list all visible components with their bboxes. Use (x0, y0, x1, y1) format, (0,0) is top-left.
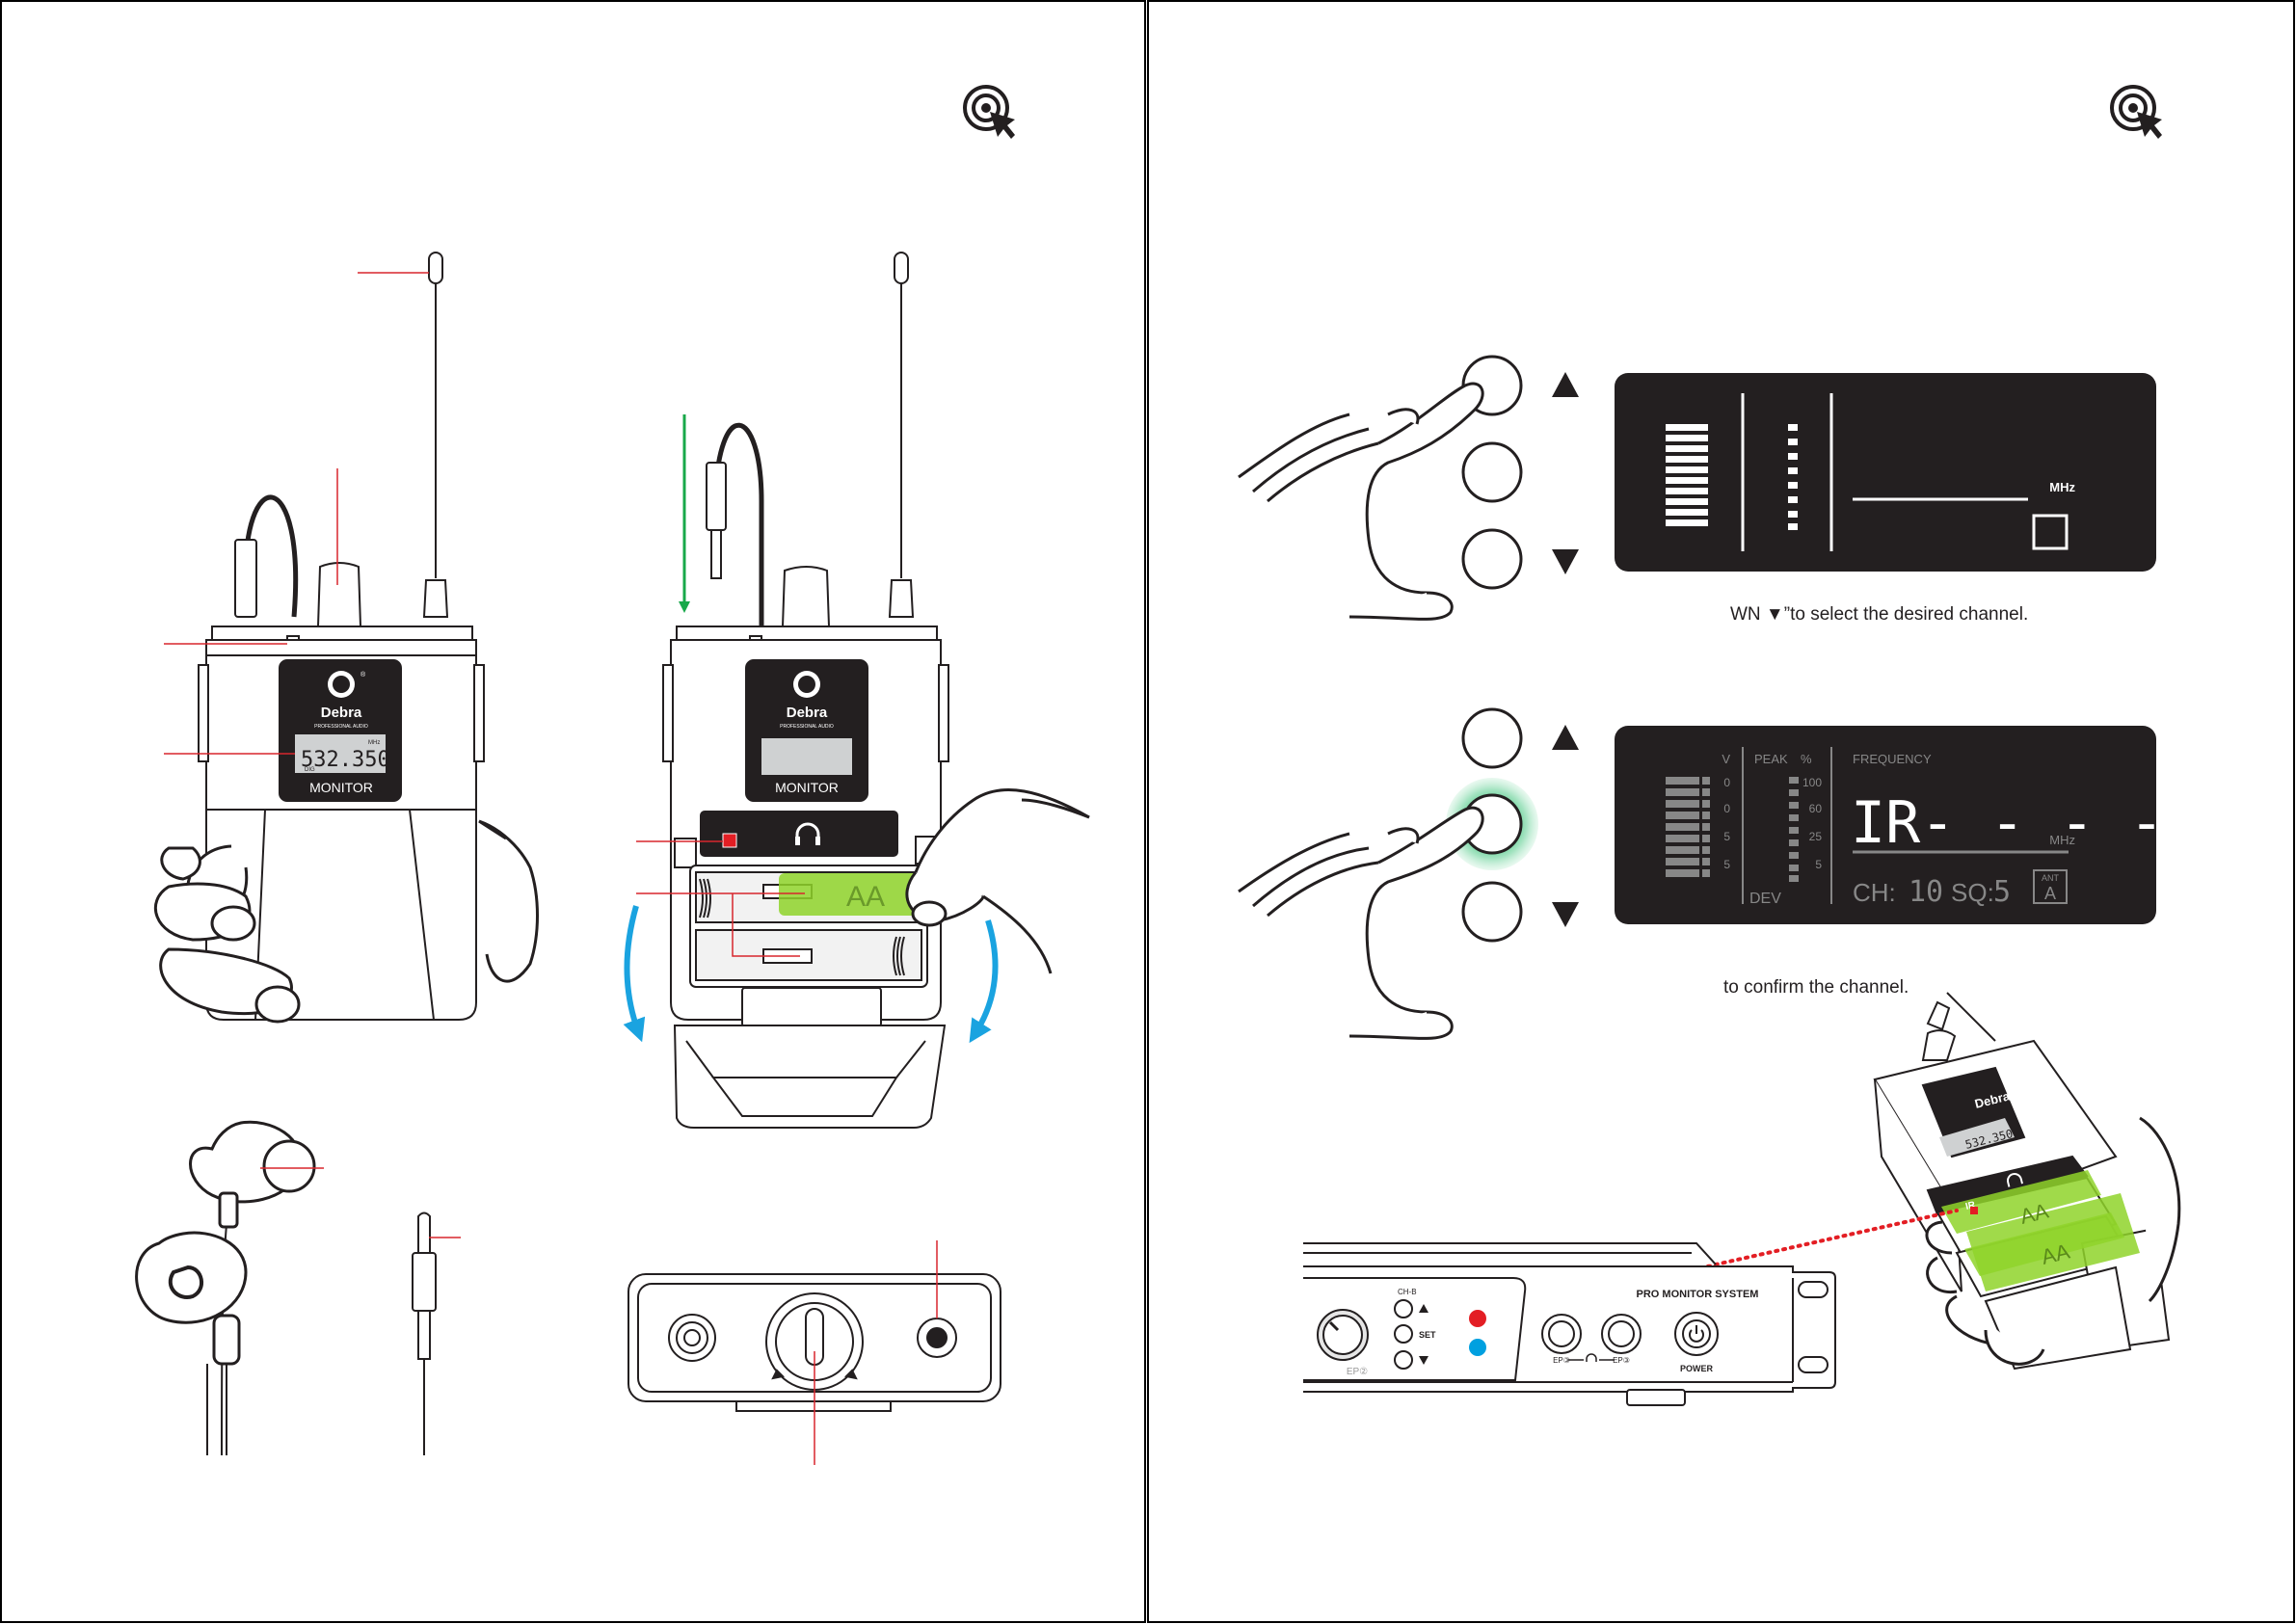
ch-label: CH: (1853, 878, 1896, 907)
battery-label: AA (846, 881, 885, 913)
hand-holding-mini-pack (1925, 1116, 2181, 1366)
triangle-up-icon (1552, 372, 1579, 397)
model-label: MONITOR (309, 780, 373, 795)
model-label-2: MONITOR (775, 780, 839, 795)
frequency-readout: IR- - - - (1851, 789, 2164, 857)
down-button[interactable] (1461, 528, 1523, 590)
hand-pressing-up (1238, 382, 1484, 621)
open-direction-arrows (623, 905, 999, 1044)
triangle-down-icon (1552, 549, 1579, 574)
peak-scale-3: 5 (1815, 858, 1822, 871)
hand-inserting-battery (905, 788, 1090, 974)
lcd-panel-2: V PEAK % FREQUENCY 0 0 5 5 100 60 25 5 D… (1615, 726, 2164, 924)
brand-tagline-2: PROFESSIONAL AUDIO (780, 724, 834, 730)
button-stack-1 (1461, 355, 1579, 590)
up-button-2[interactable] (1461, 707, 1523, 769)
rack-power-label: POWER (1680, 1364, 1714, 1373)
ch-value: 10 (1909, 875, 1943, 909)
v-scale-0: 0 (1723, 776, 1730, 789)
v-scale-3: 5 (1723, 858, 1730, 871)
brand-label: Debra (321, 705, 362, 721)
rack-title: PRO MONITOR SYSTEM (1637, 1289, 1759, 1300)
set-button[interactable] (1461, 441, 1523, 503)
hand-holding-pack (153, 819, 539, 1024)
dev-label: DEV (1749, 891, 1781, 907)
peak-scale-1: 60 (1809, 802, 1823, 815)
headphone-icon (795, 822, 820, 845)
triangle-down-icon (1419, 1356, 1428, 1365)
triangle-up-icon (1419, 1304, 1428, 1313)
v-scale-1: 0 (1723, 802, 1730, 815)
brand-label-2: Debra (787, 705, 828, 721)
rack-receiver-labels: EP② CH-B SET PRO MONITOR SYSTEM EP③ EP③ … (1347, 1288, 1759, 1377)
rack-jack1-label: EP③ (1553, 1356, 1570, 1365)
col-frequency: FREQUENCY (1853, 752, 1932, 766)
callout-leaders-top-panel (814, 1240, 938, 1465)
rack-ch-label: CH-B (1398, 1288, 1417, 1296)
power-icon (1689, 1325, 1704, 1343)
rack-receiver (1303, 1242, 1836, 1406)
mini-pack-labels: Debra 532.350 MONITOR IR AA AA (1941, 1088, 2140, 1291)
ant-value: A (2044, 884, 2056, 903)
channel-confirm-caption: to confirm the channel. (1723, 977, 1909, 998)
lcd-panel-1: MHz (1615, 373, 2156, 572)
display-mark: DIG (305, 767, 315, 773)
registered-mark: ® (360, 671, 366, 679)
col-v: V (1722, 752, 1730, 766)
button-stack-2 (1446, 707, 1579, 943)
v-scale-2: 5 (1723, 830, 1730, 843)
display-frequency: 532.350 (301, 748, 390, 772)
peak-scale-2: 25 (1809, 830, 1823, 843)
hand-pressing-set (1238, 806, 1484, 1040)
channel-select-caption: WN ▼”to select the desired channel. (1730, 604, 2028, 625)
bodypack-front-display: Debra PROFESSIONAL AUDIO ® 532.350 MHz D… (295, 671, 390, 795)
lcd1-unit: MHz (2049, 480, 2075, 494)
rack-set-label: SET (1419, 1330, 1436, 1340)
sq-label: SQ: (1951, 878, 1994, 907)
touch-target-icon (2110, 85, 2162, 139)
display-unit: MHz (368, 740, 380, 746)
callout-leaders-left (164, 272, 429, 755)
callout-leaders-battery (636, 840, 805, 957)
col-peak: PEAK (1754, 752, 1788, 766)
brand-tagline: PROFESSIONAL AUDIO (314, 724, 368, 730)
earphone-plug (412, 1211, 437, 1455)
col-percent: % (1801, 752, 1812, 766)
peak-scale-0: 100 (1802, 776, 1822, 789)
ant-label: ANT (2042, 873, 2060, 883)
ir-led (722, 833, 737, 848)
mini-ir-led (1970, 1207, 1978, 1214)
rack-knob-label: EP② (1347, 1367, 1368, 1377)
callout-leaders-earphones (260, 1167, 461, 1238)
rack-ir-led-red (1469, 1310, 1486, 1327)
touch-target-icon (963, 85, 1015, 139)
headphone-icon (1568, 1353, 1615, 1362)
triangle-up-icon (1552, 725, 1579, 750)
headphone-icon (2007, 1173, 2023, 1187)
triangle-down-icon (1552, 902, 1579, 927)
down-button-2[interactable] (1461, 881, 1523, 943)
lcd2-unit: MHz (2049, 833, 2075, 847)
rack-led-blue (1469, 1339, 1486, 1356)
earphones (135, 1120, 316, 1456)
rack-jack2-label: EP③ (1613, 1356, 1630, 1365)
sq-value: 5 (1993, 875, 2011, 909)
